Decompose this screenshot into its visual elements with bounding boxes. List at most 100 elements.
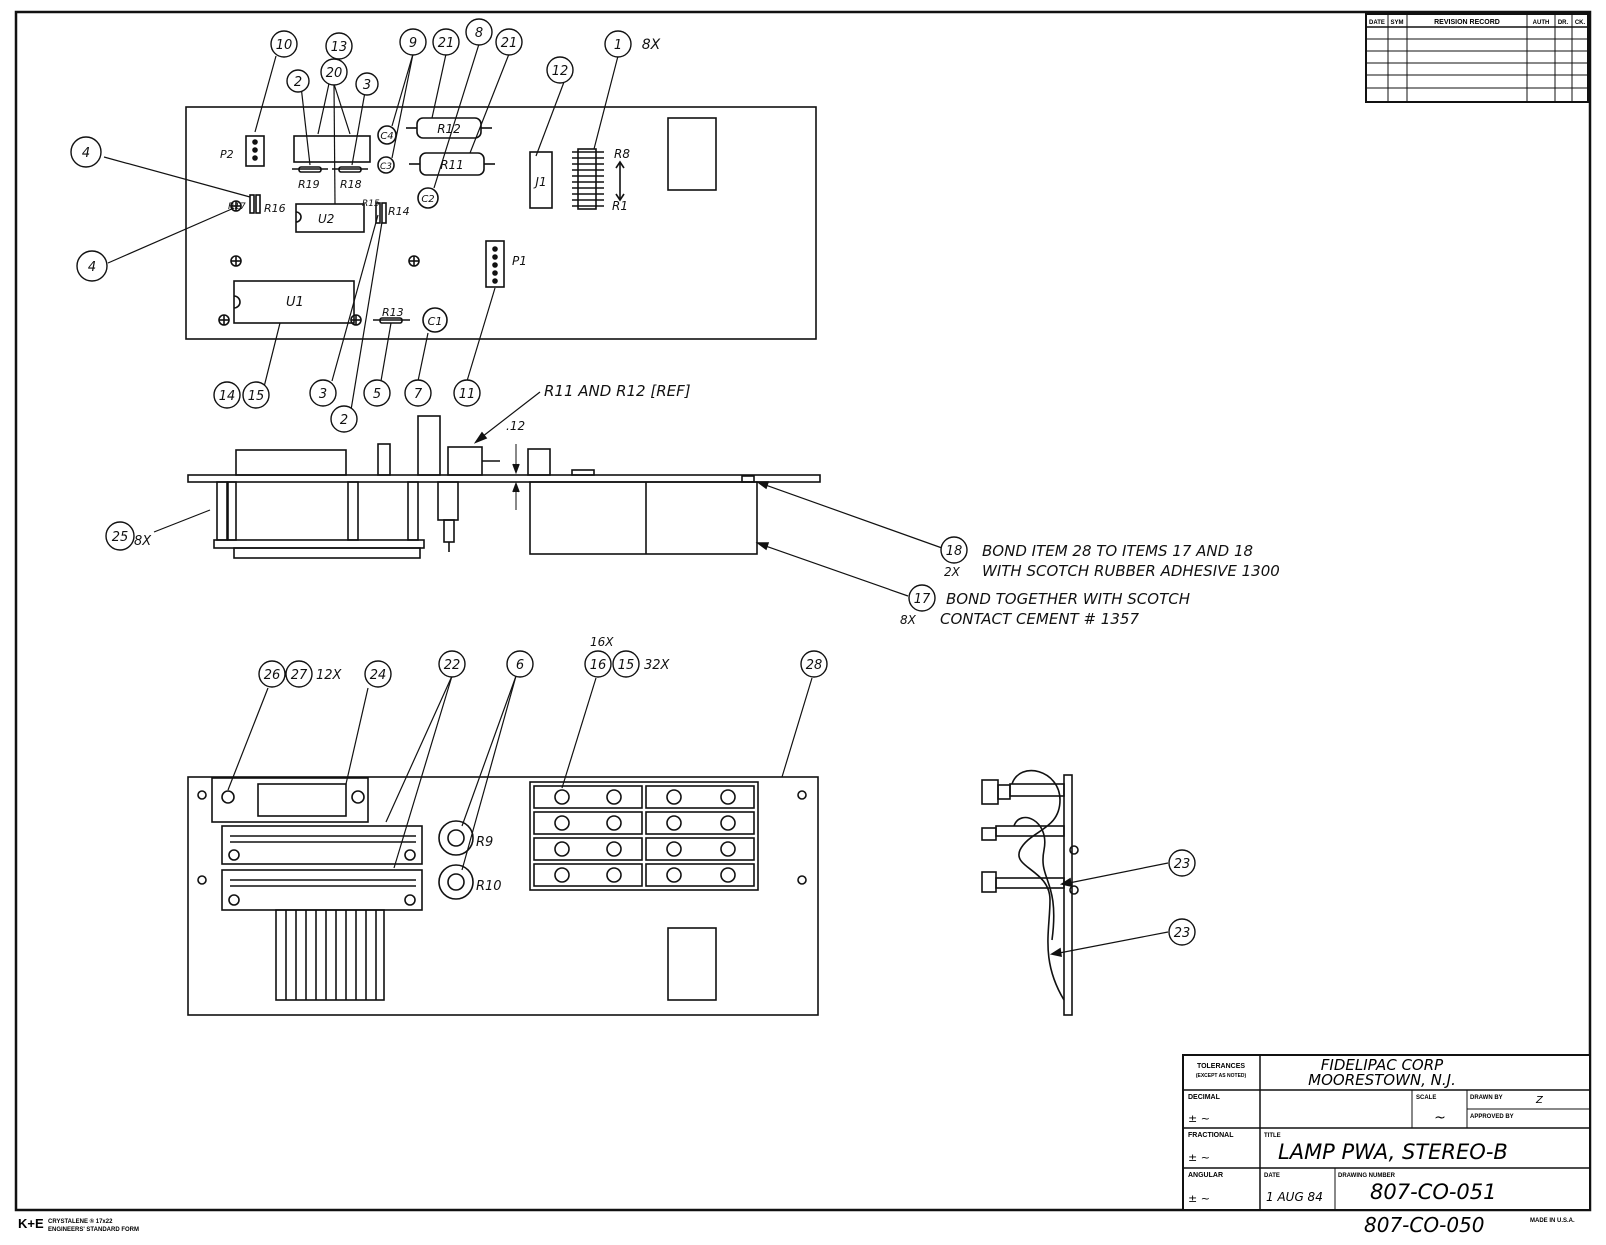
angular-value: ± ~ xyxy=(1188,1192,1210,1205)
scale-value: ~ xyxy=(1434,1110,1446,1126)
wire-view-labels: 23 23 xyxy=(1168,849,1196,946)
c2-capacitor xyxy=(417,187,439,209)
balloon-16-label: 16 xyxy=(590,658,607,673)
strip-22b xyxy=(221,869,423,911)
balloon-27-label: 27 xyxy=(291,668,308,683)
side-j1 xyxy=(527,448,551,476)
mounting-screws xyxy=(218,200,420,326)
c1-capacitor xyxy=(422,307,448,333)
qty-15: 32X xyxy=(644,658,671,673)
balloon-28-label: 28 xyxy=(806,658,823,673)
rev-header-auth: AUTH xyxy=(1533,20,1550,26)
note-17-line1: BOND TOGETHER WITH SCOTCH xyxy=(946,590,1190,608)
sheet-footer: K+E CRYSTALENE ® 17x22 ENGINEERS' STANDA… xyxy=(18,1213,1575,1237)
balloon-23b-label: 23 xyxy=(1174,926,1191,941)
balloon-1 xyxy=(604,30,632,58)
balloon-13-label: 13 xyxy=(331,40,348,55)
balloon-21b-label: 21 xyxy=(501,36,518,51)
side-standoffs xyxy=(213,481,459,559)
balloon-24 xyxy=(364,660,392,688)
balloon-1-label: 1 xyxy=(614,38,622,53)
bottom-view-labels: 26 27 12X 24 22 6 16X 16 15 32X 28 R9 R1… xyxy=(258,635,828,894)
refdes-r16: R16 xyxy=(264,202,286,215)
balloon-15b xyxy=(612,650,640,678)
top-view-window xyxy=(667,117,717,191)
balloon-3a-label: 3 xyxy=(363,78,371,93)
drawing-date: 1 AUG 84 xyxy=(1266,1190,1323,1204)
balloon-27 xyxy=(285,660,313,688)
refdes-r10: R10 xyxy=(476,879,502,894)
refdes-r18: R18 xyxy=(340,178,362,191)
balloon-18-label: 18 xyxy=(946,544,963,559)
balloon-2a-label: 2 xyxy=(294,75,302,90)
decimal-label: DECIMAL xyxy=(1188,1094,1221,1101)
balloon-9 xyxy=(399,28,427,56)
balloon-23a xyxy=(1168,849,1196,877)
rev-header-date: DATE xyxy=(1369,20,1385,26)
bottom-board xyxy=(187,776,819,1016)
balloon-17-label: 17 xyxy=(914,592,931,607)
drawing-number-label: DRAWING NUMBER xyxy=(1338,1173,1396,1179)
drawing-title: LAMP PWA, STEREO-B xyxy=(1278,1140,1508,1164)
c4-capacitor xyxy=(377,125,397,145)
balloon-3b-label: 3 xyxy=(319,387,327,402)
balloon-6 xyxy=(506,650,534,678)
side-ref-note: R11 AND R12 [REF] xyxy=(544,382,691,400)
decimal-value: ± ~ xyxy=(1188,1112,1210,1125)
scale-label: SCALE xyxy=(1416,1095,1436,1101)
refdes-r14: R14 xyxy=(388,205,410,218)
balloon-4b-label: 4 xyxy=(88,260,96,275)
balloon-14-label: 14 xyxy=(219,389,236,404)
side-view-labels: R11 AND R12 [REF] .12 25 8X 18 2X BOND I… xyxy=(105,382,1280,628)
balloon-25 xyxy=(105,521,135,551)
ribbon-cable xyxy=(275,909,385,1001)
balloon-11-label: 11 xyxy=(459,387,476,402)
balloon-10-label: 10 xyxy=(276,38,293,53)
refdes-r19: R19 xyxy=(298,178,320,191)
top-view xyxy=(103,43,817,411)
balloon-2b xyxy=(330,405,358,433)
j1-jack xyxy=(529,151,553,209)
balloon-23a-label: 23 xyxy=(1174,857,1191,872)
note-18-line2: WITH SCOTCH RUBBER ADHESIVE 1300 xyxy=(982,562,1280,580)
side-tall-part xyxy=(417,415,441,476)
rev-header-record: REVISION RECORD xyxy=(1434,19,1500,26)
refdes-r17: R17 xyxy=(228,202,246,212)
rev-header-ck: CK. xyxy=(1575,20,1586,26)
balloon-14 xyxy=(213,381,241,409)
balloon-8-label: 8 xyxy=(475,26,483,41)
paper-form: ENGINEERS' STANDARD FORM xyxy=(48,1227,139,1233)
balloon-22-label: 22 xyxy=(444,658,461,673)
title-block: TOLERANCES (EXCEPT AS NOTED) FIDELIPAC C… xyxy=(1182,1054,1591,1211)
r17-r16-pair xyxy=(249,194,255,214)
balloon-28 xyxy=(800,650,828,678)
balloon-3b xyxy=(309,379,337,407)
refdes-c3: C3 xyxy=(380,162,392,172)
side-r11-r12 xyxy=(447,446,483,476)
balloon-23b xyxy=(1168,918,1196,946)
balloon-5-label: 5 xyxy=(373,387,381,402)
side-dimension: .12 xyxy=(506,419,525,433)
p2-connector xyxy=(245,135,265,167)
balloon-18 xyxy=(940,536,968,564)
refdes-j1: J1 xyxy=(533,175,546,189)
approved-by-label: APPROVED BY xyxy=(1470,1114,1514,1120)
note-17-line2: CONTACT CEMENT # 1357 xyxy=(940,610,1139,628)
note-18-line1: BOND ITEM 28 TO ITEMS 17 AND 18 xyxy=(982,542,1253,560)
balloon-20 xyxy=(320,58,348,86)
refdes-r12: R12 xyxy=(437,122,461,136)
balloon-22 xyxy=(438,650,466,678)
side-board xyxy=(187,474,821,483)
balloon-20-label: 20 xyxy=(326,66,343,81)
p1-connector xyxy=(485,240,505,288)
rev-header-sym: SYM xyxy=(1390,20,1403,26)
refdes-u1: U1 xyxy=(286,295,304,310)
qty-8x-item1: 8X xyxy=(642,37,661,53)
resistor-stack-r8-r1 xyxy=(572,148,604,210)
side-small-part-a xyxy=(377,443,391,476)
strip-22a xyxy=(221,825,423,865)
refdes-c4: C4 xyxy=(380,131,393,142)
balloon-26-label: 26 xyxy=(264,668,281,683)
sheet-border xyxy=(14,10,1592,1212)
